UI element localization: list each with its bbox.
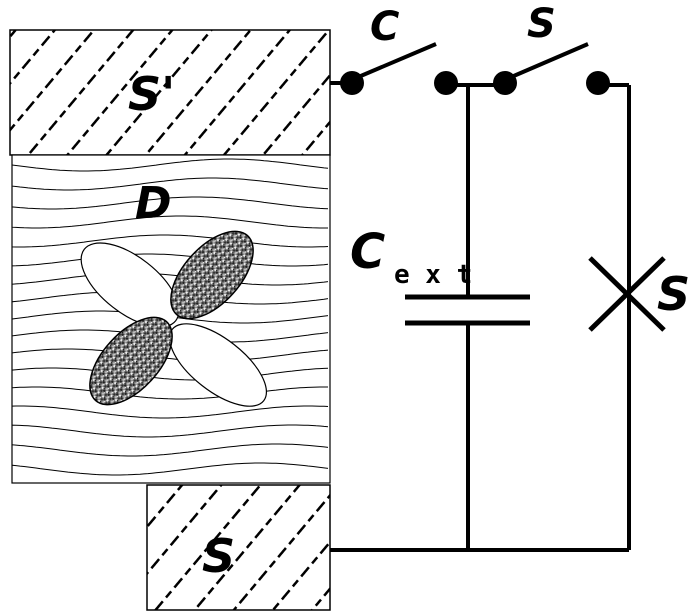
junction-stroke-b — [588, 256, 666, 332]
junction-label: S — [657, 267, 690, 321]
switch-c: C — [340, 4, 458, 95]
outline-ellipse-left — [80, 242, 180, 328]
dielectric-wave-line — [11, 367, 329, 381]
outline-ellipse-right — [168, 323, 268, 407]
dielectric-wave-line — [11, 405, 329, 419]
dielectric-wave-line — [11, 196, 329, 210]
switch-s-label: S — [527, 1, 556, 47]
capacitor-label: C — [350, 224, 385, 280]
dielectric-wave-line — [11, 348, 329, 362]
dielectric-wave-line — [11, 272, 329, 286]
circuit-wires — [330, 81, 631, 552]
dielectric-label: D — [135, 178, 172, 229]
bottom-electrode: S — [146, 484, 331, 611]
dielectric-wave-line — [11, 234, 329, 248]
shaded-grain-upper — [170, 230, 254, 320]
switch-c-label: C — [370, 4, 399, 50]
switch-c-terminal-right — [434, 71, 458, 95]
dielectric-wave-line — [11, 177, 329, 191]
top-electrode-label: S' — [128, 67, 175, 121]
switch-c-lever — [355, 42, 437, 80]
junction-cross: S — [588, 256, 690, 332]
dielectric-wave-line — [11, 443, 329, 457]
capacitor-subscript: e x t — [394, 260, 472, 290]
bottom-electrode-label: S — [202, 529, 235, 583]
capacitor-cext: C e x t — [350, 224, 530, 326]
top-electrode: S' — [9, 29, 331, 156]
dielectric-wave-line — [11, 424, 329, 438]
switch-s: S — [493, 1, 610, 95]
dielectric-wave-line — [11, 462, 329, 476]
switch-s-terminal-right — [586, 71, 610, 95]
dielectric-wave-lines — [11, 158, 329, 476]
grain-cluster — [80, 230, 268, 407]
shaded-grain-lower — [89, 316, 173, 406]
dielectric-wave-line — [11, 386, 328, 400]
switch-s-lever — [508, 42, 589, 80]
dielectric-region: D — [11, 154, 331, 484]
dielectric-wave-line — [11, 253, 329, 267]
dielectric-wave-line — [11, 158, 329, 172]
dielectric-wave-line — [11, 215, 328, 229]
